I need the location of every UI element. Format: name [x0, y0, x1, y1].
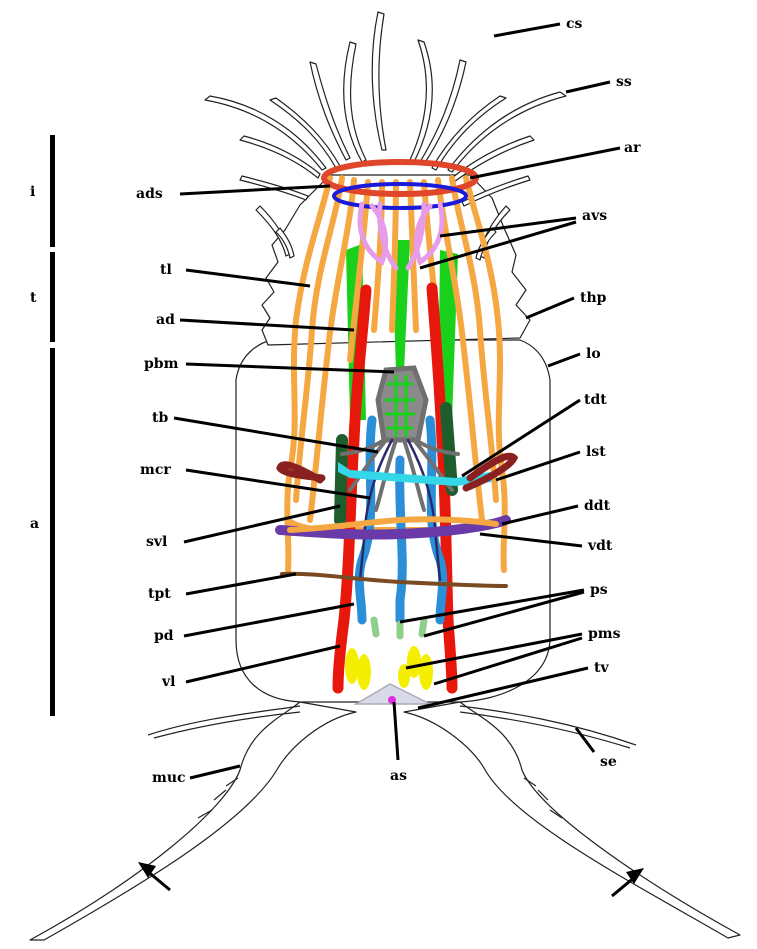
label-tpt: tpt	[148, 586, 171, 602]
label-mcr: mcr	[140, 462, 171, 478]
region-label-t: t	[30, 290, 37, 306]
label-ad: ad	[156, 312, 175, 328]
label-svl: svl	[146, 534, 167, 550]
label-tdt: tdt	[584, 392, 607, 408]
label-vdt: vdt	[587, 538, 613, 554]
label-tl: tl	[160, 262, 172, 278]
label-cs: cs	[566, 16, 583, 32]
label-pd: pd	[154, 628, 174, 644]
label-ar: ar	[624, 140, 641, 156]
label-ddt: ddt	[584, 498, 611, 514]
label-tv: tv	[594, 660, 609, 676]
label-ps: ps	[590, 582, 608, 598]
label-as: as	[390, 768, 407, 784]
region-label-i: i	[30, 184, 35, 200]
label-tb: tb	[152, 410, 168, 426]
region-bars: i t a	[30, 135, 55, 716]
region-label-a: a	[30, 516, 39, 532]
body-outline	[30, 175, 740, 940]
label-avs: avs	[582, 208, 607, 224]
label-lo: lo	[586, 346, 601, 362]
label-vl: vl	[161, 674, 175, 690]
label-ss: ss	[616, 74, 632, 90]
arrows	[138, 862, 644, 896]
label-lst: lst	[586, 444, 606, 460]
label-pbm: pbm	[144, 356, 179, 372]
label-thp: thp	[580, 290, 607, 306]
label-pms: pms	[588, 626, 621, 642]
label-muc: muc	[152, 770, 186, 786]
label-se: se	[600, 754, 617, 770]
label-ads: ads	[136, 186, 163, 202]
